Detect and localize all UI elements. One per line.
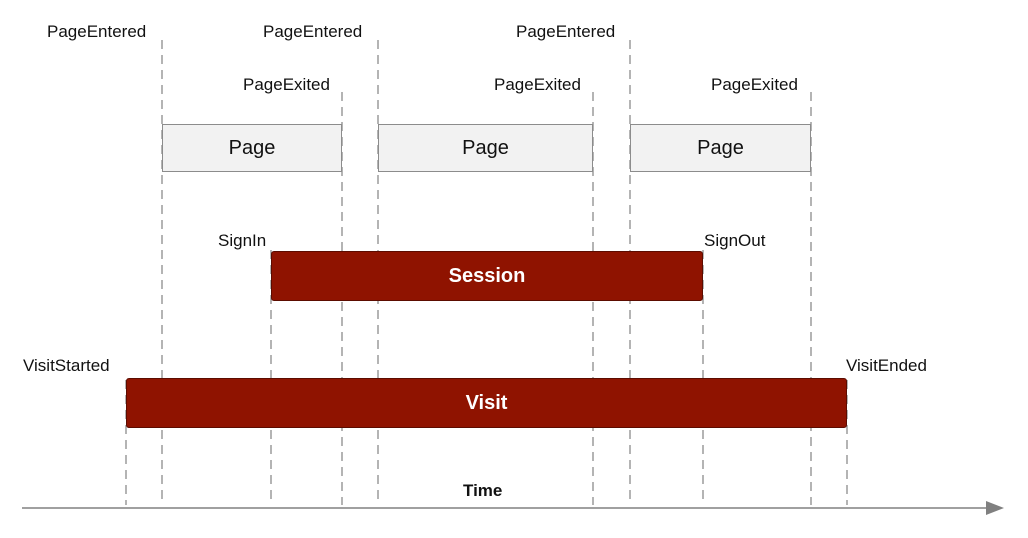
sign-in-label: SignIn [218,231,267,250]
page-entered-label-1: PageEntered [47,22,147,41]
sign-out-label: SignOut [704,231,766,250]
page-exited-label-3: PageExited [711,75,798,94]
page-exited-label-2: PageExited [494,75,581,94]
page-exited-label-1: PageExited [243,75,330,94]
time-axis-label: Time [463,481,503,500]
page-box-3: Page [630,124,811,172]
session-bar-label: Session [448,264,526,287]
page-box-label: Page [697,136,744,159]
visit-bar-label: Visit [465,391,508,414]
session-bar: Session [271,251,703,301]
page-box-label: Page [228,136,276,159]
page-box-1: Page [162,124,342,172]
visit-started-label: VisitStarted [23,356,110,375]
page-box-2: Page [378,124,593,172]
time-axis-arrowhead [986,501,1004,515]
page-entered-label-3: PageEntered [516,22,616,41]
visit-bar: Visit [126,378,847,428]
page-entered-label-2: PageEntered [263,22,363,41]
visit-ended-label: VisitEnded [846,356,927,375]
page-box-label: Page [462,136,509,159]
